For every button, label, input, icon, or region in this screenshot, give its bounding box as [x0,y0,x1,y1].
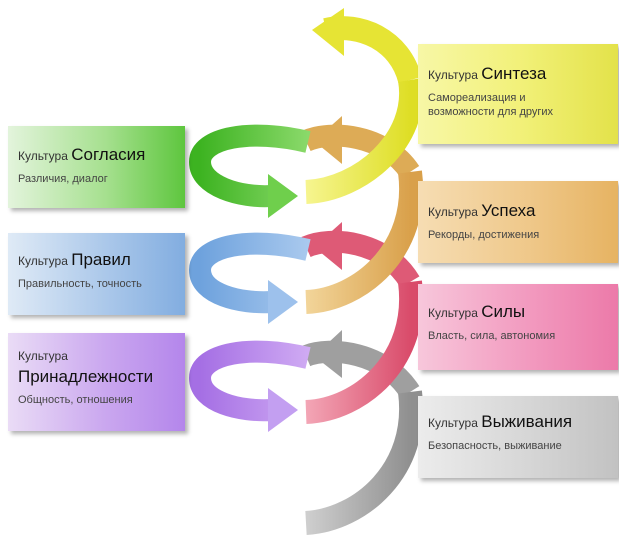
card-name: Силы [481,302,526,321]
orange-arrowhead-icon [314,116,342,164]
pink-arc-front [305,280,424,424]
purple-loop [188,340,311,422]
card-culture-sinteza: Культура Синтеза Самореализация и возмож… [418,44,618,144]
card-subtitle: Власть, сила, автономия [428,330,556,342]
card-prefix: Культура [18,254,68,268]
green-loop [188,124,311,208]
card-culture-prinadlezhnosti: Культура Принадлежности Общность, отноше… [8,333,185,431]
yellow-arrowhead-icon [312,8,344,56]
gray-arc-front [304,390,424,535]
card-title: Культура Правил [18,250,175,269]
card-prefix: Культура [428,306,478,320]
card-prefix: Культура [428,416,478,430]
purple-arrowhead-icon [268,388,298,432]
card-culture-pravil: Культура Правил Правильность, точность [8,233,185,315]
card-prefix: Культура [428,68,478,82]
card-subtitle: Рекорды, достижения [428,229,540,241]
blue-arrowhead-icon [268,280,298,324]
card-culture-soglasiya: Культура Согласия Различия, диалог [8,126,185,208]
card-name: Принадлежности [18,367,154,386]
card-subtitle: Различия, диалог [18,173,108,185]
card-name: Синтеза [481,64,547,83]
card-title: Культура Силы [428,302,608,321]
orange-arc-front [305,170,424,314]
card-name: Согласия [71,145,146,164]
card-name: Успеха [481,201,536,220]
card-title: Культура Выживания [428,412,608,431]
pink-arc-back [301,230,420,289]
gray-arc-back [301,340,420,399]
card-title: Культура Успеха [428,201,608,220]
card-culture-sily: Культура Силы Власть, сила, автономия [418,284,618,370]
card-subtitle: Правильность, точность [18,278,142,290]
blue-loop [188,232,311,314]
card-title: Культура Синтеза [428,64,608,83]
card-culture-vyzhivaniya: Культура Выживания Безопасность, выживан… [418,396,618,478]
pink-arrowhead-icon [314,222,342,270]
card-prefix: Культура [18,349,68,363]
yellow-arc-front [304,78,424,204]
gray-arrowhead-icon [314,330,342,378]
card-title: Культура Согласия [18,145,175,164]
card-name: Правил [71,250,131,269]
card-subtitle: Безопасность, выживание [428,440,562,452]
card-subtitle-line1: Самореализация и [428,92,526,104]
card-name: Выживания [481,412,573,431]
orange-arc-back [301,124,420,179]
card-prefix: Культура [428,205,478,219]
card-prefix: Культура [18,149,68,163]
card-subtitle-line2: возможности для других [428,106,554,118]
card-subtitle: Общность, отношения [18,394,133,406]
green-arrowhead-icon [268,174,298,218]
card-culture-uspekha: Культура Успеха Рекорды, достижения [418,181,618,263]
